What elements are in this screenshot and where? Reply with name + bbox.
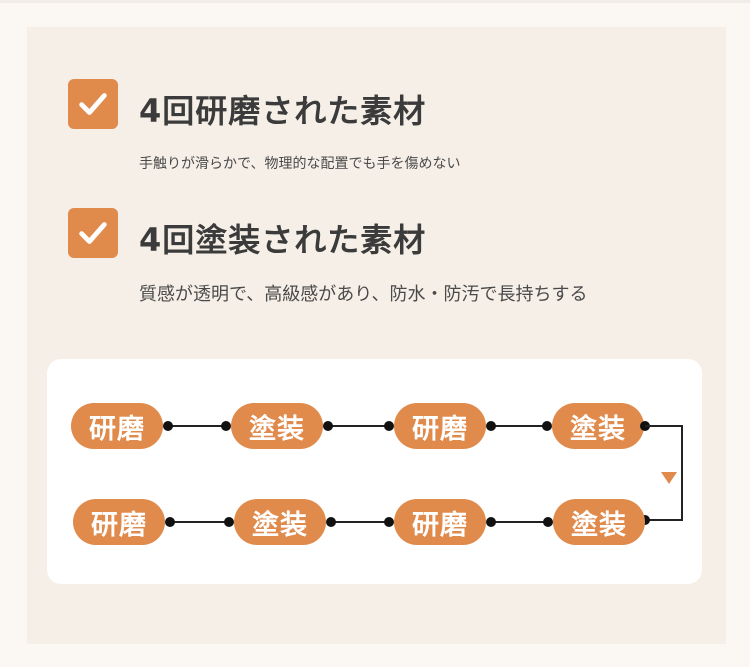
flow-connector <box>645 519 683 521</box>
flow-connector <box>492 521 547 523</box>
connector-dot <box>165 517 175 527</box>
flow-step: 塗装 <box>234 499 326 545</box>
flow-step: 塗装 <box>552 403 644 449</box>
flow-step: 塗装 <box>231 403 323 449</box>
feature-description: 手触りが滑らかで、物理的な配置でも手を傷めない <box>139 156 461 172</box>
feature-title: 4回研磨された素材 <box>139 92 427 130</box>
connector-dot <box>221 421 231 431</box>
process-flow-card: 研磨 塗装 研磨 塗装 研磨 塗装 研磨 塗装 <box>47 359 702 584</box>
arrow-down-icon <box>661 472 677 484</box>
check-icon <box>68 79 118 129</box>
content-panel: 4回研磨された素材 手触りが滑らかで、物理的な配置でも手を傷めない 4回塗装され… <box>27 27 726 644</box>
connector-dot <box>384 517 394 527</box>
check-icon <box>68 208 118 258</box>
connector-dot <box>640 515 650 525</box>
top-divider <box>0 0 750 3</box>
flow-connector <box>171 521 228 523</box>
feature-title: 4回塗装された素材 <box>139 221 427 259</box>
flow-step: 研磨 <box>71 403 163 449</box>
flow-step: 研磨 <box>73 499 165 545</box>
connector-dot <box>326 517 336 527</box>
connector-dot <box>486 421 496 431</box>
connector-dot <box>163 421 173 431</box>
flow-step: 研磨 <box>394 403 486 449</box>
flow-connector <box>645 425 683 427</box>
connector-dot <box>224 517 234 527</box>
flow-connector <box>681 425 683 521</box>
flow-connector <box>169 425 225 427</box>
connector-dot <box>384 421 394 431</box>
connector-dot <box>542 421 552 431</box>
flow-connector <box>329 425 388 427</box>
connector-dot <box>486 517 496 527</box>
flow-step: 研磨 <box>394 499 486 545</box>
flow-step: 塗装 <box>553 499 645 545</box>
connector-dot <box>543 517 553 527</box>
flow-connector <box>492 425 546 427</box>
connector-dot <box>323 421 333 431</box>
feature-description: 質感が透明で、高級感があり、防水・防汚で長持ちする <box>139 284 588 305</box>
flow-connector <box>332 521 388 523</box>
